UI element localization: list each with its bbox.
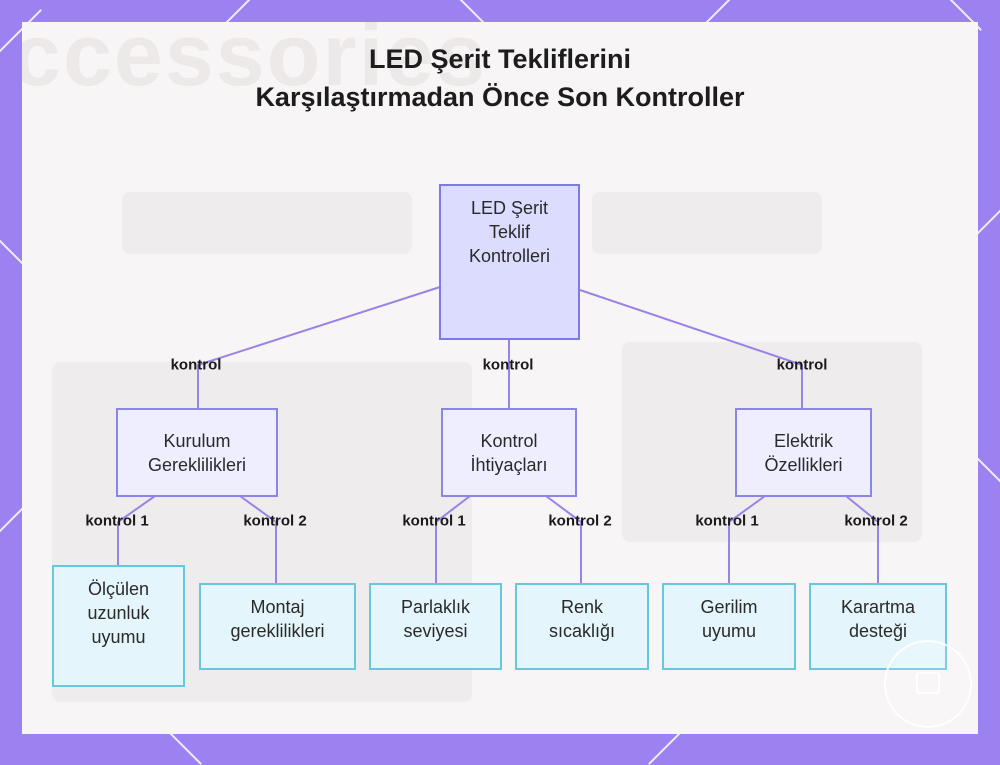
- installation-node-label: Kurulum Gereklilikleri: [147, 430, 246, 475]
- edge-label: kontrol: [776, 356, 828, 374]
- edge-electrical-voltage: [728, 495, 766, 584]
- diagram-title: LED Şerit Tekliflerini Karşılaştırmadan …: [0, 40, 1000, 116]
- length-node: Ölçülen uzunluk uyumu: [52, 565, 185, 687]
- electrical-node-label: Elektrik Özellikleri: [764, 430, 843, 475]
- control-node: Kontrol İhtiyaçları: [441, 408, 577, 497]
- edge-root-electrical: [579, 289, 803, 410]
- edge-control-brightness: [435, 495, 471, 584]
- brightness-node: Parlaklık seviyesi: [369, 583, 502, 670]
- dimming-node-label: Karartma desteği: [840, 597, 916, 641]
- logo-badge-icon: [884, 640, 972, 728]
- voltage-node: Gerilim uyumu: [662, 583, 796, 670]
- voltage-node-label: Gerilim uyumu: [700, 597, 758, 641]
- installation-node: Kurulum Gereklilikleri: [116, 408, 278, 497]
- edge-label: kontrol 2: [243, 512, 307, 530]
- edge-label: kontrol 1: [85, 512, 149, 530]
- control-node-label: Kontrol İhtiyaçları: [470, 430, 548, 475]
- root-node-label: LED Şerit Teklif Kontrolleri: [468, 198, 551, 266]
- color-temp-node-label: Renk sıcaklığı: [548, 597, 616, 641]
- brightness-node-label: Parlaklık seviyesi: [400, 597, 471, 641]
- title-line-1: LED Şerit Tekliflerini: [368, 44, 632, 74]
- edge-root-installation: [197, 286, 441, 410]
- background-block: [122, 192, 412, 254]
- edge-label: kontrol: [170, 356, 222, 374]
- root-node: LED Şerit Teklif Kontrolleri: [439, 184, 580, 340]
- title-line-2: Karşılaştırmadan Önce Son Kontroller: [255, 82, 745, 112]
- background-watermark-text: ccessories: [22, 22, 488, 104]
- edge-label: kontrol 2: [548, 512, 612, 530]
- edge-label: kontrol: [482, 356, 534, 374]
- edge-installation-length: [117, 495, 156, 566]
- edge-electrical-dimming: [845, 495, 879, 584]
- length-node-label: Ölçülen uzunluk uyumu: [87, 579, 150, 647]
- edge-label: kontrol 1: [402, 512, 466, 530]
- edge-installation-mounting: [239, 495, 277, 584]
- electrical-node: Elektrik Özellikleri: [735, 408, 872, 497]
- edge-label: kontrol 1: [695, 512, 759, 530]
- mounting-node: Montaj gereklilikleri: [199, 583, 356, 670]
- logo-glyph-icon: [916, 672, 940, 694]
- edge-control-color-temp: [545, 495, 582, 584]
- mounting-node-label: Montaj gereklilikleri: [230, 597, 325, 641]
- color-temp-node: Renk sıcaklığı: [515, 583, 649, 670]
- background-block: [592, 192, 822, 254]
- edge-label: kontrol 2: [844, 512, 908, 530]
